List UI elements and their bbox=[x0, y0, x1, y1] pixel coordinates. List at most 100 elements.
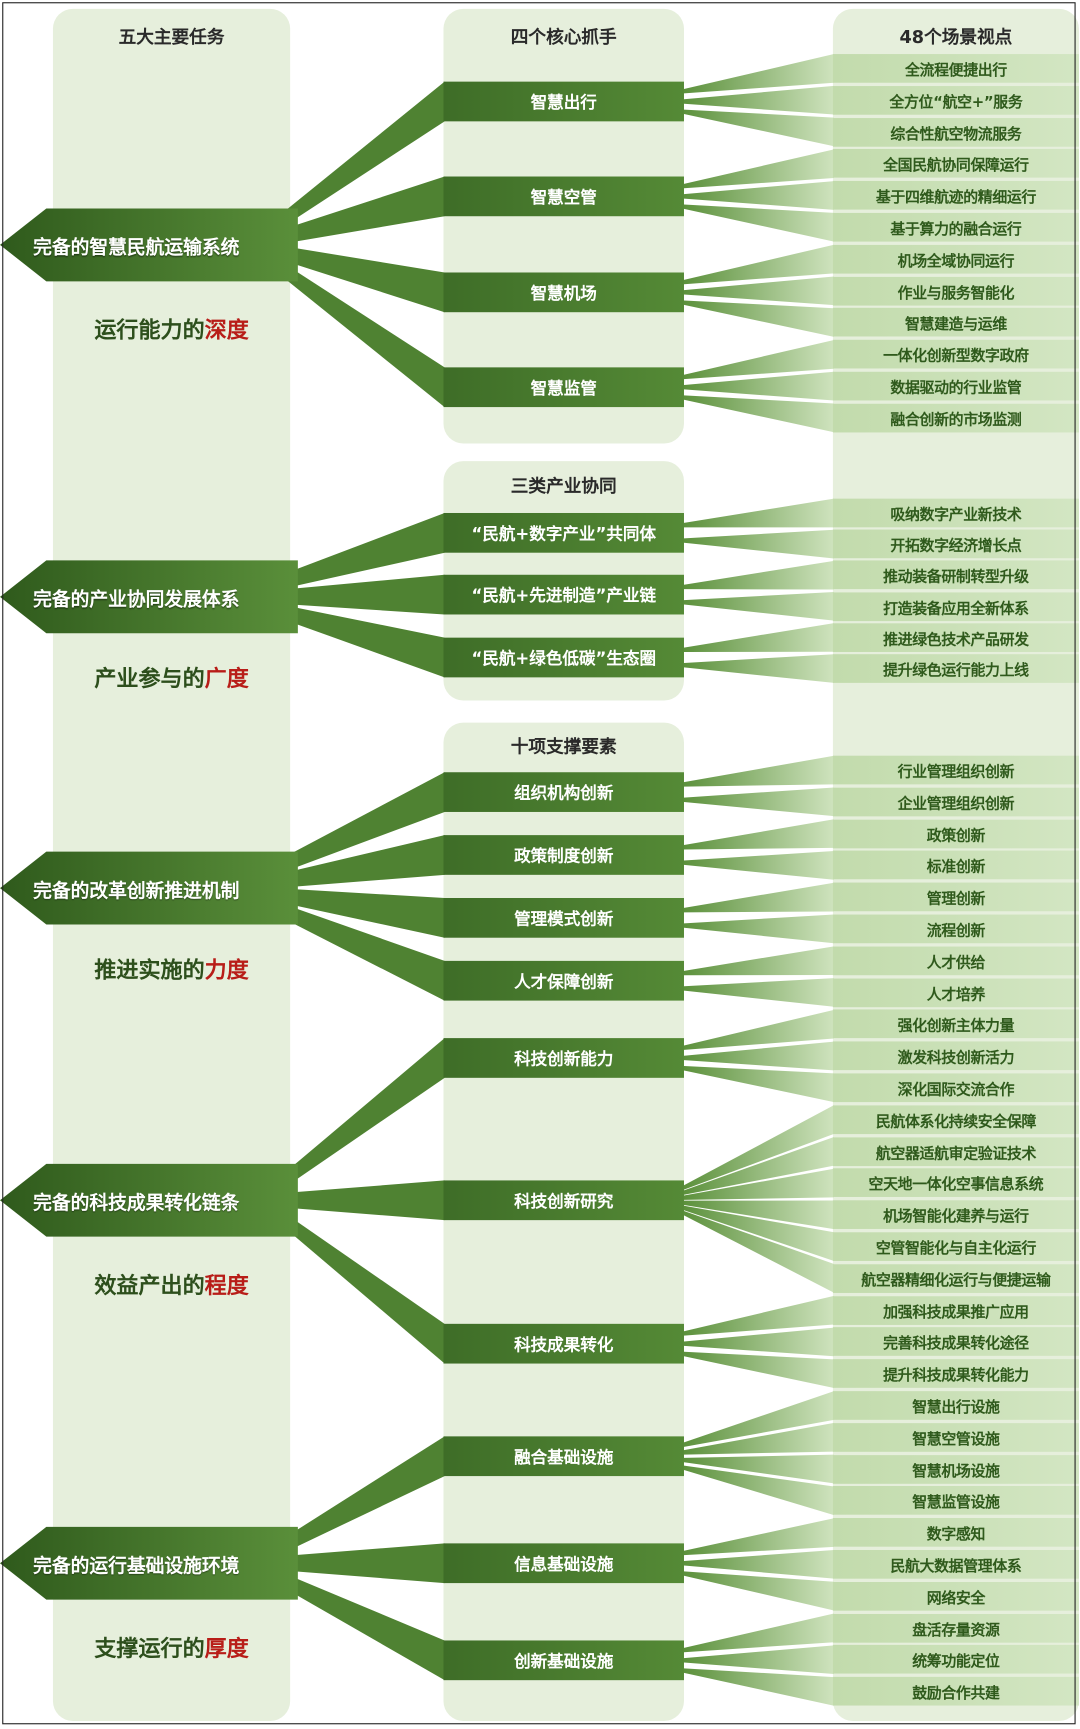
task-arrow-shape bbox=[0, 1163, 298, 1237]
main-task-label: 完备的运行基础设施环境 bbox=[33, 1554, 240, 1578]
scenario-connector bbox=[683, 560, 835, 590]
scenario-connector bbox=[683, 1518, 835, 1556]
core-hook-item: “民航+先进制造”产业链 bbox=[443, 574, 684, 615]
scenario-item: 智慧空管设施 bbox=[832, 1422, 1079, 1452]
scenario-connector bbox=[683, 1454, 835, 1484]
scenario-item: 民航体系化持续安全保障 bbox=[832, 1105, 1079, 1134]
core-hook-item: 信息基础设施 bbox=[443, 1543, 684, 1584]
scenario-connector bbox=[683, 654, 835, 683]
scenario-connector bbox=[683, 1168, 835, 1200]
task-arrow-shape bbox=[0, 560, 298, 634]
scenario-item: 企业管理组织创新 bbox=[832, 787, 1079, 817]
task-hook-connector bbox=[275, 603, 445, 678]
subtitle-emphasis: 广度 bbox=[204, 665, 249, 692]
scenario-connector bbox=[683, 1465, 835, 1516]
scenario-connector bbox=[683, 54, 835, 94]
core-hook-item: 科技创新研究 bbox=[443, 1180, 684, 1221]
main-task-label: 完备的改革创新推进机制 bbox=[33, 879, 240, 902]
scenario-item: 标准创新 bbox=[832, 850, 1079, 880]
core-hook-item: 智慧空管 bbox=[443, 176, 684, 217]
scenario-connector bbox=[683, 1668, 835, 1706]
scenario-connector bbox=[683, 85, 835, 115]
scenario-connector bbox=[683, 498, 835, 528]
scenario-item: 鼓励合作共建 bbox=[832, 1677, 1079, 1706]
scenario-connector bbox=[683, 300, 835, 337]
scenario-connector bbox=[683, 1571, 835, 1611]
scenario-connector bbox=[683, 787, 835, 817]
task-hook-connector bbox=[275, 81, 445, 232]
scenario-item: 流程创新 bbox=[832, 914, 1079, 944]
scenario-item: 数据驱动的行业监管 bbox=[832, 371, 1079, 401]
scenario-connector bbox=[683, 181, 835, 210]
scenario-item: 完善科技成果转化途径 bbox=[832, 1327, 1079, 1357]
tasks-column-title: 五大主要任务 bbox=[118, 26, 225, 48]
scenario-item: 基于算力的融合运行 bbox=[832, 212, 1079, 242]
main-task-label: 完备的科技成果转化链条 bbox=[33, 1192, 240, 1215]
scenario-connector bbox=[683, 755, 835, 787]
subtitle-prefix: 推进实施的 bbox=[94, 956, 205, 983]
core-hooks-title: 四个核心抓手 bbox=[510, 26, 617, 48]
subtitle-emphasis: 力度 bbox=[204, 956, 249, 983]
scenarios-column-title: 48个场景视点 bbox=[899, 26, 1013, 48]
task-hook-connector bbox=[275, 244, 445, 313]
scenario-connector bbox=[683, 204, 835, 242]
scenario-connector bbox=[683, 1105, 835, 1190]
task-hook-connector bbox=[275, 512, 445, 591]
scenario-connector bbox=[683, 623, 835, 652]
scenario-item: 深化国际交流合作 bbox=[832, 1073, 1079, 1103]
core-hook-item: 创新基础设施 bbox=[443, 1640, 684, 1681]
task-hook-connector bbox=[275, 258, 445, 408]
core-hook-item: 融合基础设施 bbox=[443, 1436, 684, 1477]
scenario-item: 开拓数字经济增长点 bbox=[832, 529, 1079, 559]
scenario-item: 政策创新 bbox=[832, 819, 1079, 848]
subtitle-prefix: 运行能力的 bbox=[94, 316, 205, 344]
task-hook-connector bbox=[275, 1569, 445, 1681]
task-hook-connector bbox=[275, 1436, 445, 1557]
scenario-connector bbox=[683, 882, 835, 913]
scenario-item: 全国民航协同保障运行 bbox=[832, 149, 1079, 179]
scenario-item: 全流程便捷出行 bbox=[832, 54, 1079, 83]
scenario-connector bbox=[683, 395, 835, 433]
scenario-item: 智慧机场设施 bbox=[832, 1454, 1079, 1484]
scenario-item: 空管智能化与自主化运行 bbox=[832, 1232, 1079, 1261]
scenario-item: 行业管理组织创新 bbox=[832, 755, 1079, 785]
scenario-item: 打造装备应用全新体系 bbox=[832, 591, 1079, 621]
scenario-connector bbox=[683, 1210, 835, 1293]
scenario-connector bbox=[683, 1391, 835, 1447]
task-hook-connector bbox=[275, 888, 445, 938]
scenario-item: 激发科技创新活力 bbox=[832, 1041, 1079, 1071]
scenario-item: 空天地一体化空事信息系统 bbox=[832, 1168, 1079, 1198]
industry-synergy-title: 三类产业协同 bbox=[510, 475, 617, 497]
scenario-item: 盘活存量资源 bbox=[832, 1613, 1079, 1643]
core-hook-item: 人才保障创新 bbox=[443, 960, 684, 1001]
scenario-item: 航空器适航审定验证技术 bbox=[832, 1136, 1079, 1166]
core-hook-item: 管理模式创新 bbox=[443, 898, 684, 938]
scenario-item: 数字感知 bbox=[832, 1518, 1079, 1547]
scenario-item: 推动装备研制转型升级 bbox=[832, 560, 1079, 590]
scenario-connector bbox=[683, 819, 835, 850]
scenario-connector bbox=[683, 1295, 835, 1336]
subtitle-prefix: 产业参与的 bbox=[94, 665, 205, 692]
subtitle-emphasis: 程度 bbox=[204, 1271, 249, 1299]
scenario-connector bbox=[683, 978, 835, 1007]
task-dimension-subtitle: 推进实施的力度 bbox=[53, 952, 290, 984]
scenario-item: 综合性航空物流服务 bbox=[832, 117, 1079, 147]
core-hook-item: 组织机构创新 bbox=[443, 772, 684, 812]
scenario-item: 一体化创新型数字政府 bbox=[832, 339, 1079, 369]
task-hook-connector bbox=[275, 574, 445, 615]
core-hook-item: 智慧出行 bbox=[443, 81, 684, 122]
scenario-item: 机场智能化建养与运行 bbox=[832, 1200, 1079, 1230]
scenario-item: 人才供给 bbox=[832, 946, 1079, 976]
main-task-label: 完备的智慧民航运输系统 bbox=[33, 236, 240, 259]
task-dimension-subtitle: 效益产出的程度 bbox=[53, 1268, 290, 1300]
scenario-connector bbox=[683, 149, 835, 189]
core-hook-item: 智慧监管 bbox=[443, 367, 684, 408]
scenario-item: 基于四维航迹的精细运行 bbox=[832, 181, 1079, 210]
scenario-item: 加强科技成果推广应用 bbox=[832, 1295, 1079, 1325]
core-hook-item: 智慧机场 bbox=[443, 272, 684, 313]
main-task-label: 完备的产业协同发展体系 bbox=[33, 588, 240, 611]
scenario-item: 推进绿色技术产品研发 bbox=[832, 623, 1079, 652]
core-hook-item: “民航+数字产业”共同体 bbox=[443, 512, 684, 553]
